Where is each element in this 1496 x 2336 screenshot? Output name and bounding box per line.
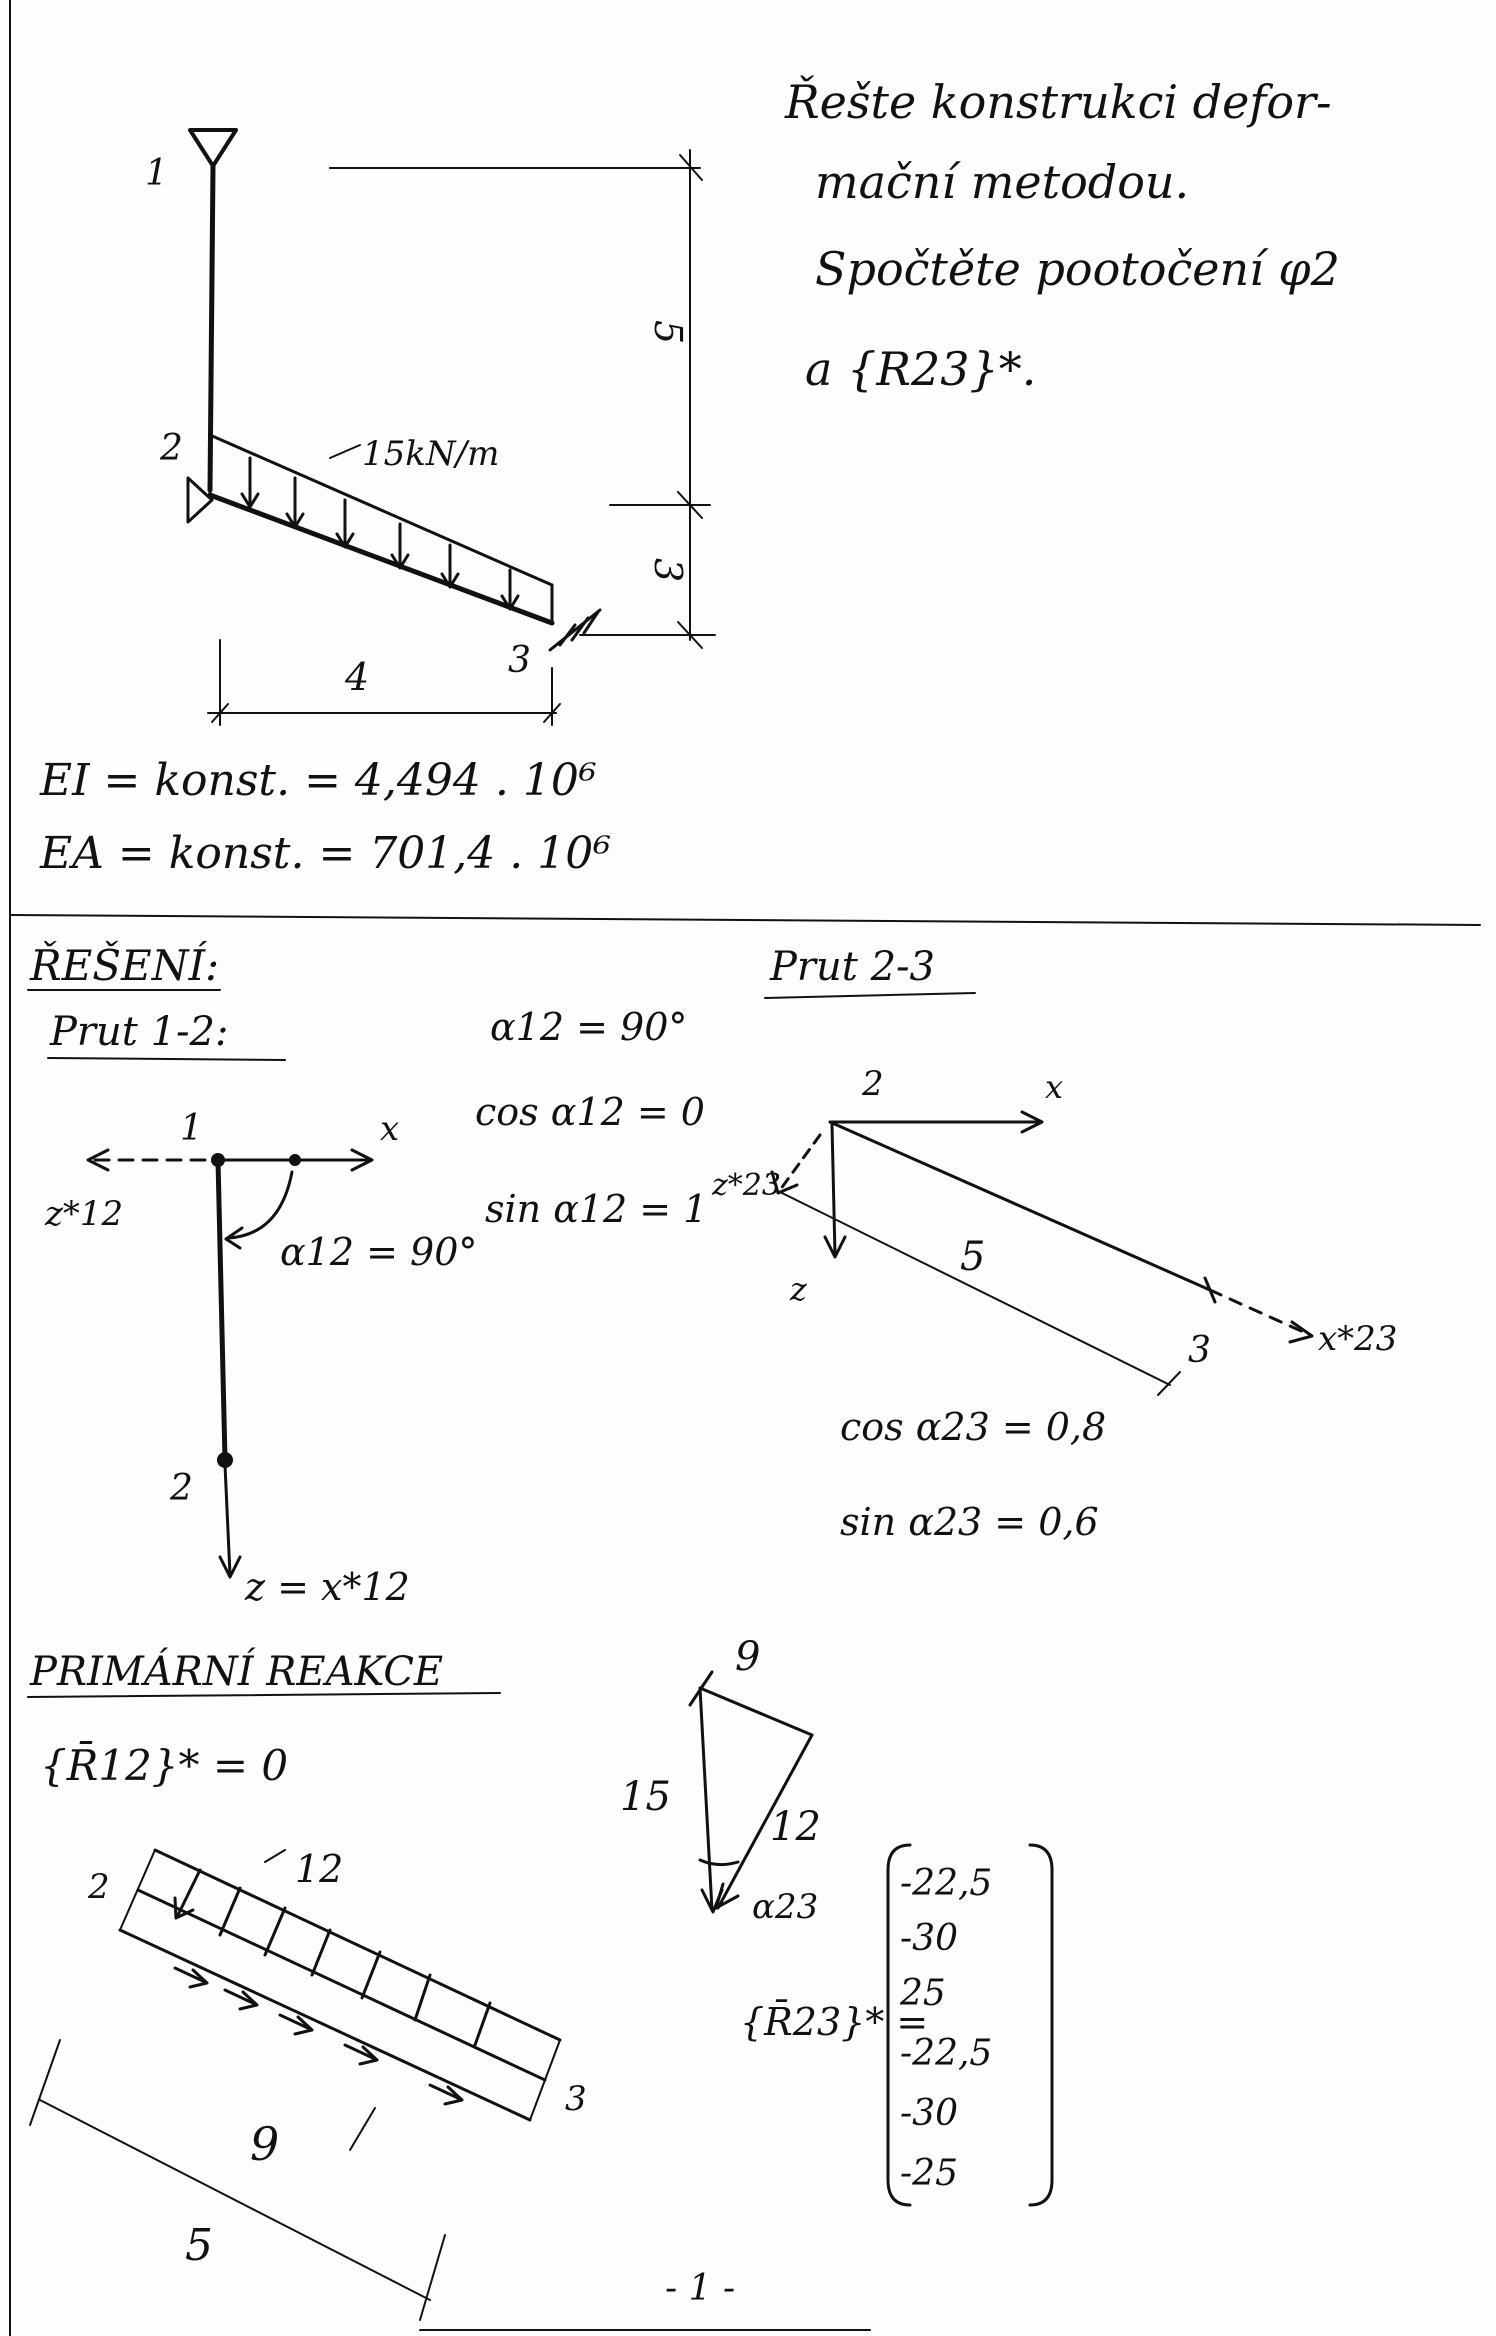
triangle-label-15: 15 [620, 1774, 671, 1820]
r23-value-3: 25 [899, 1973, 946, 2014]
task-text: Řešte konstrukci defor- mační metodou. S… [784, 74, 1340, 396]
member-12-alpha: α12 = 90° [490, 1005, 687, 1049]
pin-support-1 [188, 128, 238, 168]
task-line-1: Řešte konstrukci defor- [784, 74, 1332, 129]
task-line-3: Spočtěte pootočení φ2 [815, 242, 1340, 296]
r23-bracket-right [1028, 1843, 1054, 2207]
beam-2-3 [207, 492, 555, 626]
dim-tick-23 [1157, 1371, 1181, 1396]
member-23-heading: Prut 2-3 [769, 944, 935, 990]
r23-bracket-left [886, 1843, 912, 2207]
member-12-section: Prut 1-2: α12 = 90° cos α12 = 0 sin α12 … [44, 1005, 707, 1609]
r23-value-6: -25 [900, 2153, 958, 2194]
label-node-2: 2 [159, 428, 183, 469]
load-arrows [240, 456, 520, 611]
primary-label-5: 5 [185, 2220, 213, 2271]
axis-z-12 [223, 1463, 232, 1577]
angle-arc-12 [226, 1170, 294, 1240]
label-node-3: 3 [508, 640, 531, 681]
dim-line-23 [779, 1191, 1171, 1386]
primary-label-12: 12 [295, 1847, 343, 1891]
r23-value-1: -22,5 [900, 1863, 992, 1904]
member-23-heading-underline [764, 992, 976, 999]
member-12-label-z: z = x*12 [244, 1565, 410, 1609]
dimension-vertical [329, 149, 716, 649]
member-23-label-xstar: x*23 [1318, 1319, 1397, 1359]
force-triangle [688, 1670, 814, 1914]
r23-value-5: -30 [900, 2093, 958, 2134]
task-line-2: mační metodou. [815, 155, 1189, 209]
member-23-sin: sin α23 = 0,6 [840, 1500, 1099, 1544]
member-12-node-2 [217, 1452, 233, 1468]
load-leader [329, 444, 361, 459]
label-dim-4: 4 [344, 655, 369, 699]
r23-label: {R̄23}* = [740, 2000, 928, 2044]
member-23-label-2: 2 [861, 1064, 884, 1104]
primary-beam-diagram [29, 1848, 562, 2321]
label-dim-3: 3 [646, 558, 690, 582]
primary-reactions-section: PRIMÁRNÍ REAKCE {R̄12}* = 0 [27, 1634, 1054, 2321]
axis-zstar-23 [778, 1133, 822, 1192]
r12-equation: {R̄12}* = 0 [40, 1739, 288, 1790]
section-separator [9, 914, 1481, 926]
triangle-label-12: 12 [770, 1804, 821, 1850]
primary-label-3: 3 [565, 2079, 587, 2119]
member-12-sin: sin α12 = 1 [485, 1187, 707, 1231]
member-23-label-zstar: z*23 [711, 1168, 781, 1203]
member-12-label-x: x [380, 1109, 399, 1149]
r23-value-2: -30 [900, 1918, 958, 1959]
solution-heading: ŘEŠENÍ: [29, 940, 219, 990]
member-12-heading: Prut 1-2: [49, 1009, 228, 1055]
primary-heading-underline [27, 1692, 501, 1698]
fixed-support-3 [548, 608, 602, 652]
label-node-1: 1 [145, 153, 168, 194]
member-23-cos: cos α23 = 0,8 [840, 1405, 1106, 1449]
member-12-label-1: 1 [180, 1108, 203, 1149]
axis-z-23 [830, 1123, 837, 1257]
member-12-bar [215, 1157, 228, 1463]
triangle-label-9: 9 [735, 1634, 760, 1680]
dimension-horizontal [207, 639, 561, 726]
member-12-label-angle: α12 = 90° [280, 1230, 477, 1274]
label-dim-5: 5 [646, 320, 690, 344]
load-top-line [208, 433, 554, 587]
member-23-label-z: z [789, 1270, 808, 1308]
primary-label-2: 2 [87, 1867, 110, 1907]
task-line-4: a {R23}*. [805, 342, 1036, 396]
member-12-cos: cos α12 = 0 [475, 1090, 705, 1134]
member-12-label-2: 2 [169, 1468, 193, 1509]
ea-constant: EA = konst. = 701,4 . 10⁶ [39, 828, 611, 879]
ei-constant: EI = konst. = 4,494 . 10⁶ [39, 755, 596, 806]
node-tick-23 [1203, 1276, 1217, 1304]
member-12-label-zstar: z*12 [44, 1194, 123, 1234]
primary-heading: PRIMÁRNÍ REAKCE [29, 1648, 443, 1695]
r23-value-4: -22,5 [900, 2033, 992, 2074]
roller-support-2 [186, 476, 214, 524]
member-23-bar [828, 1120, 1212, 1292]
member-23-label-5: 5 [960, 1234, 985, 1280]
structure-sketch: 1 2 3 15kN/m 4 5 3 [145, 128, 716, 726]
member-23-section: Prut 2-3 2 x z*23 z 5 3 x*23 cos α23 = 0… [711, 944, 1397, 1544]
primary-label-9: 9 [250, 2117, 279, 2171]
label-load: 15kN/m [362, 434, 499, 474]
member-23-label-x: x [1045, 1068, 1063, 1106]
axis-xstar-23-dash [1208, 1288, 1312, 1337]
member-12-heading-underline [47, 1057, 286, 1061]
page-number: - 1 - [665, 2268, 735, 2309]
member-23-label-3: 3 [1188, 1330, 1211, 1371]
triangle-label-alpha: α23 [752, 1887, 818, 1927]
